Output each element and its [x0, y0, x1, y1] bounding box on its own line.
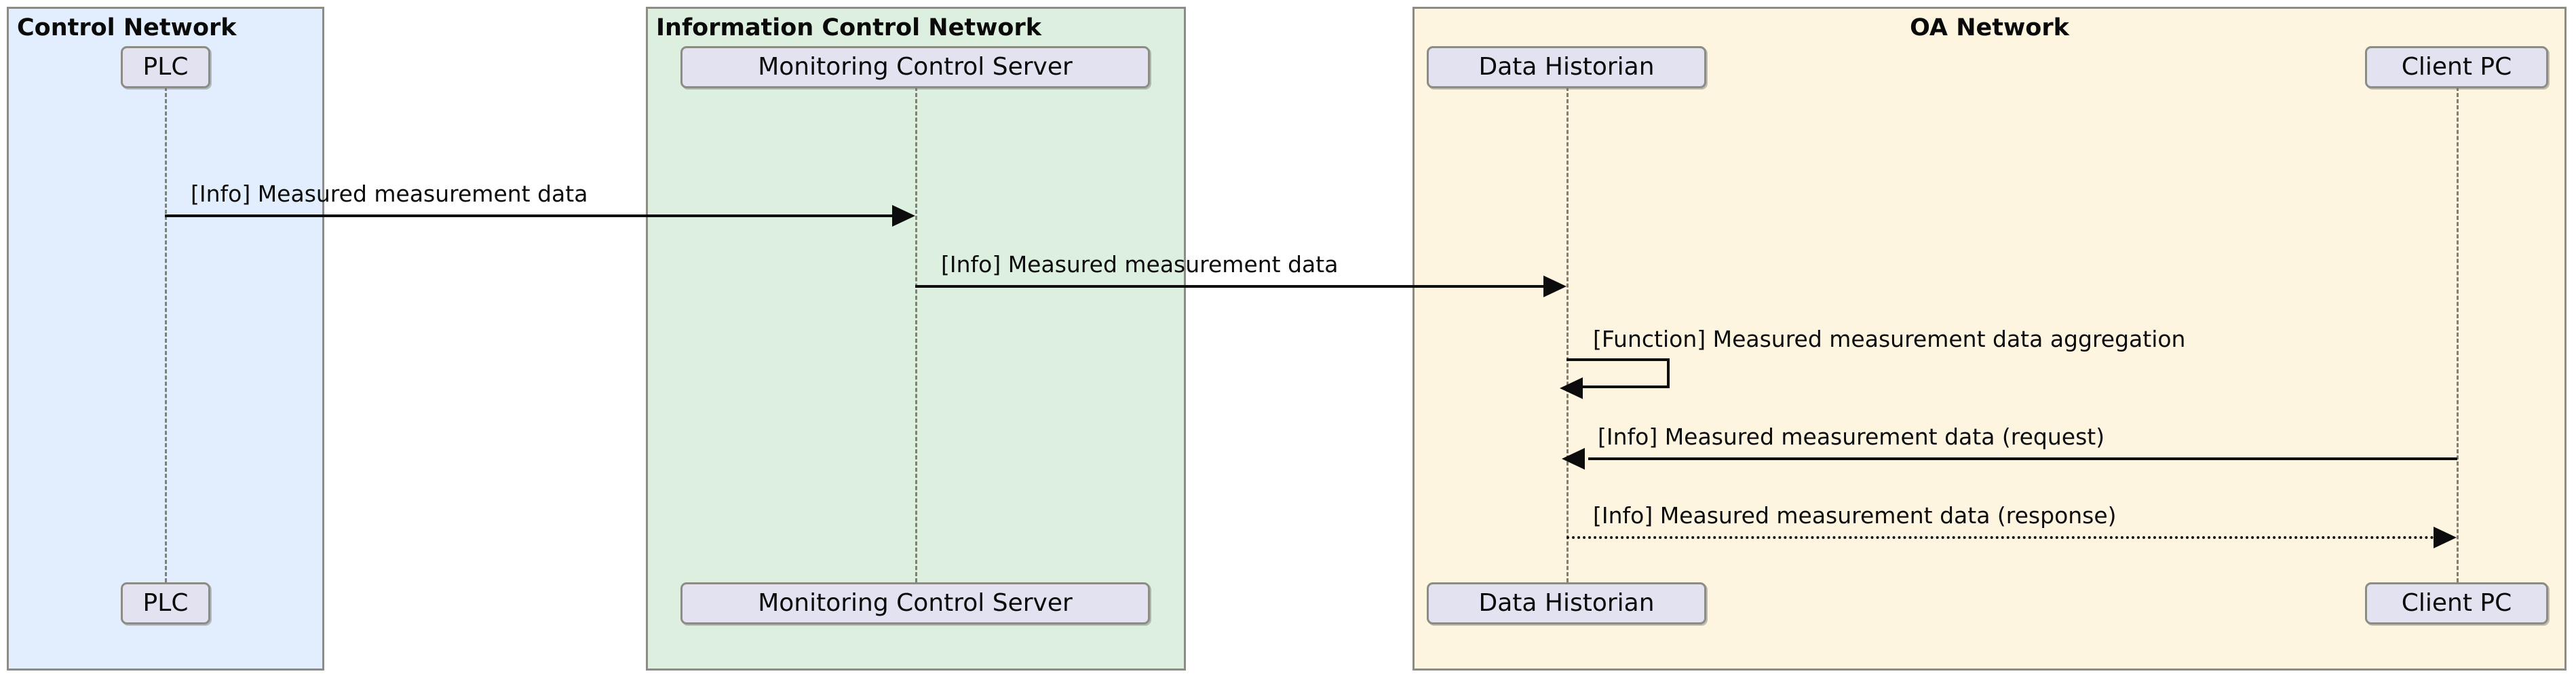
participant-header-monitoring-control-server[interactable]: Monitoring Control Server — [680, 46, 1150, 88]
participant-header-monitoring-control-server-label: Monitoring Control Server — [758, 53, 1073, 81]
message-label-3: [Function] Measured measurement data agg… — [1593, 326, 2186, 352]
message-line-4 — [1588, 457, 2457, 460]
message-label-4: [Info] Measured measurement data (reques… — [1598, 423, 2105, 450]
message-arrowhead-4 — [1562, 448, 1585, 470]
participant-footer-data-historian[interactable]: Data Historian — [1427, 582, 1706, 624]
participant-footer-plc-label: PLC — [142, 589, 189, 617]
message-line-5 — [1566, 536, 2434, 539]
message-arrowhead-5 — [2434, 527, 2457, 548]
lifeline-plc — [165, 87, 167, 582]
message-arrowhead-1 — [892, 205, 915, 227]
participant-header-client-pc-label: Client PC — [2401, 53, 2512, 81]
participant-header-plc[interactable]: PLC — [121, 46, 210, 88]
message-label-5: [Info] Measured measurement data (respon… — [1593, 502, 2117, 529]
participant-footer-monitoring-control-server-label: Monitoring Control Server — [758, 589, 1073, 617]
message-selfloop-3 — [1566, 358, 1670, 388]
message-arrowhead-2 — [1543, 276, 1566, 297]
lifeline-client-pc — [2457, 87, 2459, 582]
participant-footer-client-pc[interactable]: Client PC — [2365, 582, 2548, 624]
participant-header-plc-label: PLC — [142, 53, 189, 81]
group-title-information-control-network: Information Control Network — [656, 14, 1041, 41]
participant-footer-data-historian-label: Data Historian — [1478, 589, 1655, 617]
lifeline-monitoring-control-server — [915, 87, 917, 582]
message-arrowhead-3 — [1560, 377, 1583, 399]
participant-footer-monitoring-control-server[interactable]: Monitoring Control Server — [680, 582, 1150, 624]
message-label-2: [Info] Measured measurement data — [941, 251, 1339, 278]
group-box-oa-network: OA Network — [1412, 7, 2567, 671]
participant-footer-client-pc-label: Client PC — [2401, 589, 2512, 617]
message-line-1 — [165, 214, 895, 217]
group-title-oa-network: OA Network — [1910, 14, 2069, 41]
participant-header-data-historian[interactable]: Data Historian — [1427, 46, 1706, 88]
message-label-1: [Info] Measured measurement data — [191, 181, 588, 207]
participant-header-data-historian-label: Data Historian — [1478, 53, 1655, 81]
message-line-2 — [915, 285, 1546, 288]
group-title-control-network: Control Network — [17, 14, 237, 41]
participant-footer-plc[interactable]: PLC — [121, 582, 210, 624]
lifeline-data-historian — [1566, 87, 1569, 582]
participant-header-client-pc[interactable]: Client PC — [2365, 46, 2548, 88]
